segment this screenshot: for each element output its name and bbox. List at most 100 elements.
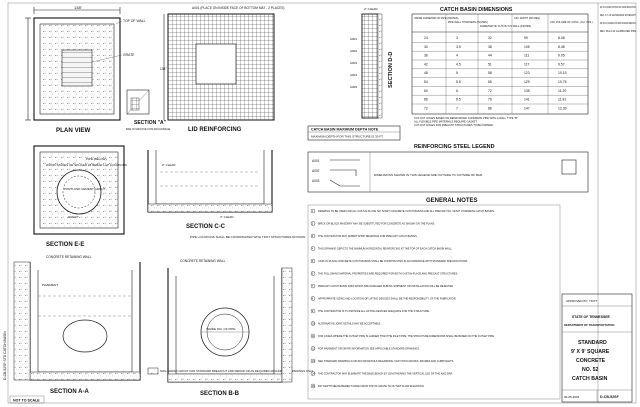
section-bb-wall: CONCRETE RETAINING WALL [180,259,226,263]
table-cell: 10.15 [558,71,567,75]
table-cell: 5 [456,71,458,75]
pipe-note: PIPE LOCATIONS SHALL BE COORDINATED WITH… [190,235,305,239]
section-a-a-title: SECTION A-A [50,389,89,395]
section-c-c: 2" CLEAR 3" CLEAR SECTION C-C [147,150,273,230]
general-note-item: SEE STANDARD DRAWING D-CB-S8 FOR DETAILS… [318,360,454,363]
table-cell: 8.08 [558,36,565,40]
table-cell: 86 [488,106,492,110]
title-dept: DEPARTMENT OF TRANSPORTATION [564,323,614,327]
depth-note-box: CATCH BASIN MAXIMUM DEPTH NOTE MAXIMUM D… [307,125,401,141]
table-cell: 72 [424,106,428,110]
section-bb-inside: INSIDE DIA. OF PIPE [206,327,235,331]
note-number: 1 [312,210,314,213]
revisions-list: REV. 3-5-16: REVISED CATCH BASIN FOR UPD… [600,6,636,33]
table-note: CUT-OUT HOLES FOR PRECAST STRUCTURES TO … [414,123,494,127]
section-e-stakes: WOOD STAKES OR SPLICED #4 REBAR LAP LOCA… [46,163,127,167]
table-cell: 65 [488,80,492,84]
note-bullet [310,321,316,326]
title-line3: CONCRETE [576,358,606,364]
table-cell: 105 [524,45,530,49]
revision-entry: REV. 08-12-16: ELIMINATED PIPE [600,30,636,33]
plan-view: 138" TOP OF WALL GRATE PLAN VIEW [25,5,146,134]
general-note-item: BRICK OR BLOCK MASONRY MAY BE SUBSTITUTE… [318,223,435,226]
general-note-item: FOR CASES WHERE THE OUTLET PIPE IS LARGE… [318,335,495,338]
note-bullet [310,283,316,289]
drawing-number: D-CB-52SF [600,395,620,399]
section-e-e-title: SECTION E-E [46,242,84,248]
svg-text:A003: A003 [350,61,357,65]
table-notes: CUT-OUT HOLES BASED ON REINFORCED CONCRE… [414,116,519,127]
note-number: 12 [312,348,315,351]
title-line5: CATCH BASIN [572,376,608,382]
plan-grate-label: GRATE [123,53,135,57]
note-bullet [310,333,316,339]
table-cell: 51 [488,62,492,66]
table-cell: 38 [488,45,492,49]
general-note-item: PAY DEPTH MEASUREMENT MADE FROM TOP OF G… [318,385,425,388]
section-aa-pavement: PAVEMENT [42,283,58,287]
file-path-stamp: D-CB-52SF STD CATCH BASIN [3,331,7,380]
table-cell: 79 [488,98,492,102]
table-cell: 58 [488,71,492,75]
section-b-b-title: SECTION B-B [200,391,240,397]
table-cell: 6 [456,89,458,93]
table-note: CUT-OUT HOLES BASED ON REINFORCED CONCRE… [414,116,519,120]
note-number: 6 [312,273,314,276]
note-bullet [310,308,316,314]
table-cell: 117 [524,62,530,66]
reinforcing-legend: REINFORCING STEEL LEGEND A001 A002 A003 … [307,144,589,193]
note-bullet [310,258,316,264]
note-number: 5 [312,260,314,263]
general-note-item: ALTERNATIVE JOINT DETAILS MAY BE ACCEPTA… [318,323,381,326]
table-cell: 44 [488,54,492,58]
not-to-scale: NOT TO SCALE [13,399,40,403]
table-header-0: INSIDE DIAMETER OF PIPE (INCHES) [414,17,458,20]
section-a-title: SECTION "A" [134,120,167,126]
depth-note-text: MAXIMUM DEPTH FOR THIS STRUCTURE IS 30 F… [311,135,384,139]
table-cell: 99 [524,36,528,40]
general-note-item: THIS DRAWING DEPICTS THE MINIMUM HORIZON… [318,248,453,251]
general-note-item: THE CONTRACTOR MAY SUBMIT SHOP DRAWINGS … [318,235,418,238]
section-a-a: CONCRETE RETAINING WALL PAVEMENT SECTION… [13,255,141,395]
revision-entry: REV. 3-7-16: ELIMINATED STRENGTH [600,14,636,17]
note-bullet [310,358,316,364]
plan-top-of-wall: TOP OF WALL [123,19,146,23]
table-cell: 4.5 [456,62,461,66]
note-number: 4 [312,248,314,251]
table-cell: 11.20 [558,89,566,93]
general-note-item: THE CONTRACTOR MAY ELIMINATE THE BASE BE… [318,373,453,376]
note-number: 14 [312,373,315,376]
general-note-item: FOR PAVEMENT OR GRATE INFORMATION SEE AP… [318,348,420,351]
grout-note-text: NON-SHRINK GROUT FOR STANDARD BREAKOUT A… [160,369,313,373]
table-cell: 7 [456,106,458,110]
note-bullet [310,296,316,301]
section-c-clear3: 3" CLEAR [220,215,234,219]
svg-text:A005: A005 [350,85,357,89]
general-note-item: THE FOLLOWING MATERIAL PROPERTIES ARE RE… [318,273,458,276]
table-cell: 48 [424,71,428,75]
revision-entry: REV. 05-13-16: REVISED CATCH BASIN STAND… [600,22,636,25]
table-cell: 9.57 [558,62,565,66]
note-number: 15 [312,385,315,388]
section-e-grout: GROUT [68,215,79,219]
legend-row-2: A003 [312,179,320,183]
title-date: 06-05-2003 [564,395,580,399]
revision-entry: REV. 3-5-16: REVISED CATCH BASIN FOR UPD… [600,6,636,9]
svg-text:A001 (PLACE ON INSIDE FACE OF: A001 (PLACE ON INSIDE FACE OF BOTTOM MAT… [192,6,284,10]
svg-text:BAR IN GROOVE FOR ANCHORAGE: BAR IN GROOVE FOR ANCHORAGE [126,127,171,131]
table-cell: 54 [424,80,428,84]
catch-basin-table: CATCH BASIN DIMENSIONS INSIDE DIAMETER O… [411,7,593,127]
grout-note: NON-SHRINK GROUT FOR STANDARD BREAKOUT A… [147,367,313,375]
table-cell: 129 [524,80,530,84]
note-number: 11 [312,335,315,338]
note-bullet [310,233,316,239]
svg-text:2" CLEAR: 2" CLEAR [364,7,378,11]
svg-text:A002: A002 [350,49,357,53]
note-bullet [310,246,316,251]
general-note-item: APPROPRIATE SIZING AND LOCATION OF LIFTI… [318,298,457,301]
